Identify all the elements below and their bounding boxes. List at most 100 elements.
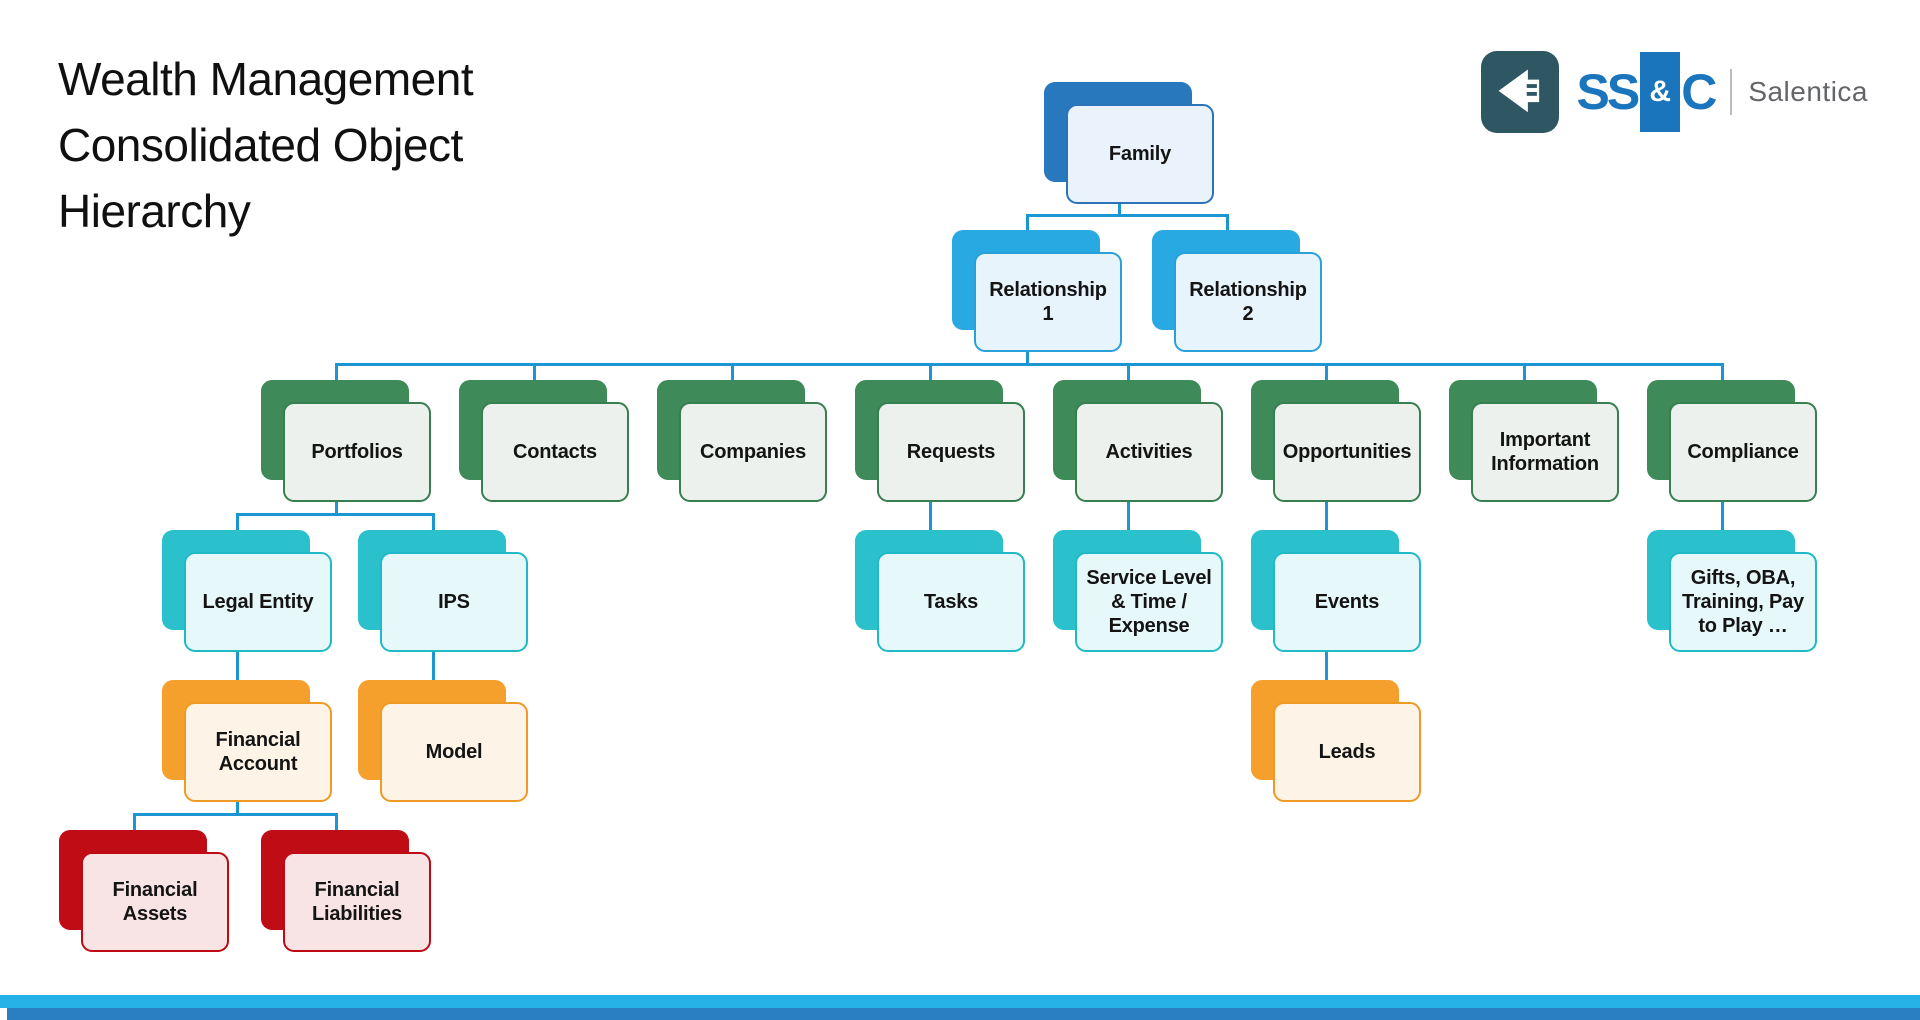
node-label: Legal Entity — [202, 591, 314, 613]
node-label: Relationship 2 — [1189, 279, 1307, 325]
footer-bar-dark — [7, 1008, 1920, 1020]
node-rel2: Relationship 2 — [1152, 230, 1322, 352]
connector-segment — [335, 363, 1724, 366]
node-label: Financial Assets — [112, 879, 198, 925]
ssc-ampersand-block: & — [1640, 52, 1681, 132]
node-leads: Leads — [1251, 680, 1421, 802]
node-label: Events — [1314, 591, 1380, 613]
node-activities: Activities — [1053, 380, 1223, 502]
connector-segment — [731, 363, 734, 380]
ssc-ampersand: & — [1649, 75, 1672, 108]
salentica-elements-icon — [1480, 51, 1559, 133]
connector-segment — [236, 513, 239, 530]
connector-segment — [1325, 652, 1328, 680]
node-label: Financial Account — [215, 729, 301, 775]
connector-segment — [1026, 352, 1029, 363]
logo-divider — [1730, 69, 1733, 115]
node-label: Companies — [699, 441, 806, 463]
node-front-layer: Contacts — [481, 402, 629, 502]
node-model: Model — [358, 680, 528, 802]
node-ips: IPS — [358, 530, 528, 652]
connector-segment — [1026, 214, 1029, 230]
node-front-layer: Service Level & Time / Expense — [1075, 552, 1223, 652]
node-front-layer: Family — [1066, 104, 1214, 204]
node-front-layer: IPS — [380, 552, 528, 652]
connector-segment — [133, 813, 136, 830]
connector-segment — [335, 502, 338, 513]
node-financial_account: Financial Account — [162, 680, 332, 802]
connector-segment — [1226, 214, 1229, 230]
connector-segment — [929, 502, 932, 530]
ssc-wordmark: SS & C — [1577, 52, 1717, 132]
node-label: Important Information — [1491, 429, 1599, 475]
node-front-layer: Requests — [877, 402, 1025, 502]
node-important_information: Important Information — [1449, 380, 1619, 502]
footer-bar-light — [0, 995, 1920, 1008]
node-gifts: Gifts, OBA, Training, Pay to Play … — [1647, 530, 1817, 652]
node-contacts: Contacts — [459, 380, 629, 502]
node-label: Service Level & Time / Expense — [1086, 567, 1212, 637]
connector-segment — [236, 802, 239, 813]
node-label: Contacts — [513, 441, 597, 463]
node-service_level: Service Level & Time / Expense — [1053, 530, 1223, 652]
node-label: Financial Liabilities — [311, 879, 403, 925]
node-front-layer: Activities — [1075, 402, 1223, 502]
connector-segment — [929, 363, 932, 380]
node-label: Family — [1108, 143, 1172, 165]
connector-segment — [1325, 502, 1328, 530]
node-front-layer: Legal Entity — [184, 552, 332, 652]
connector-segment — [236, 513, 435, 516]
node-label: Compliance — [1687, 441, 1799, 463]
node-front-layer: Financial Assets — [81, 852, 229, 952]
node-financial_liabilities: Financial Liabilities — [261, 830, 431, 952]
connector-segment — [335, 363, 338, 380]
node-front-layer: Gifts, OBA, Training, Pay to Play … — [1669, 552, 1817, 652]
node-front-layer: Model — [380, 702, 528, 802]
connector-segment — [1127, 502, 1130, 530]
node-tasks: Tasks — [855, 530, 1025, 652]
node-label: Model — [425, 741, 483, 763]
connector-segment — [432, 652, 435, 680]
node-label: Leads — [1318, 741, 1376, 763]
connector-segment — [533, 363, 536, 380]
node-front-layer: Leads — [1273, 702, 1421, 802]
node-front-layer: Important Information — [1471, 402, 1619, 502]
node-portfolios: Portfolios — [261, 380, 431, 502]
node-requests: Requests — [855, 380, 1025, 502]
connector-segment — [335, 813, 338, 830]
node-label: Activities — [1105, 441, 1193, 463]
connector-segment — [1721, 363, 1724, 380]
node-label: Tasks — [923, 591, 979, 613]
node-rel1: Relationship 1 — [952, 230, 1122, 352]
page-title-line-1: Wealth Management — [58, 53, 474, 105]
page-title-line-2: Consolidated Object — [58, 119, 463, 171]
salentica-wordmark: Salentica — [1748, 76, 1868, 107]
ssc-letter-c: C — [1681, 64, 1717, 120]
node-front-layer: Events — [1273, 552, 1421, 652]
node-front-layer: Financial Liabilities — [283, 852, 431, 952]
connector-segment — [1523, 363, 1526, 380]
node-front-layer: Relationship 2 — [1174, 252, 1322, 352]
connector-segment — [1325, 363, 1328, 380]
page-title-line-3: Hierarchy — [58, 185, 251, 237]
node-front-layer: Compliance — [1669, 402, 1817, 502]
node-front-layer: Relationship 1 — [974, 252, 1122, 352]
page-title: Wealth Management Consolidated Object Hi… — [58, 46, 474, 244]
node-label: Opportunities — [1282, 441, 1412, 463]
node-label: Requests — [906, 441, 996, 463]
connector-segment — [1721, 502, 1724, 530]
ssc-salentica-logo: SS & C Salentica — [1480, 48, 1869, 136]
node-legal_entity: Legal Entity — [162, 530, 332, 652]
node-companies: Companies — [657, 380, 827, 502]
node-financial_assets: Financial Assets — [59, 830, 229, 952]
node-front-layer: Tasks — [877, 552, 1025, 652]
node-front-layer: Portfolios — [283, 402, 431, 502]
node-front-layer: Companies — [679, 402, 827, 502]
node-label: IPS — [438, 591, 470, 613]
node-events: Events — [1251, 530, 1421, 652]
connector-segment — [133, 813, 338, 816]
connector-segment — [432, 513, 435, 530]
